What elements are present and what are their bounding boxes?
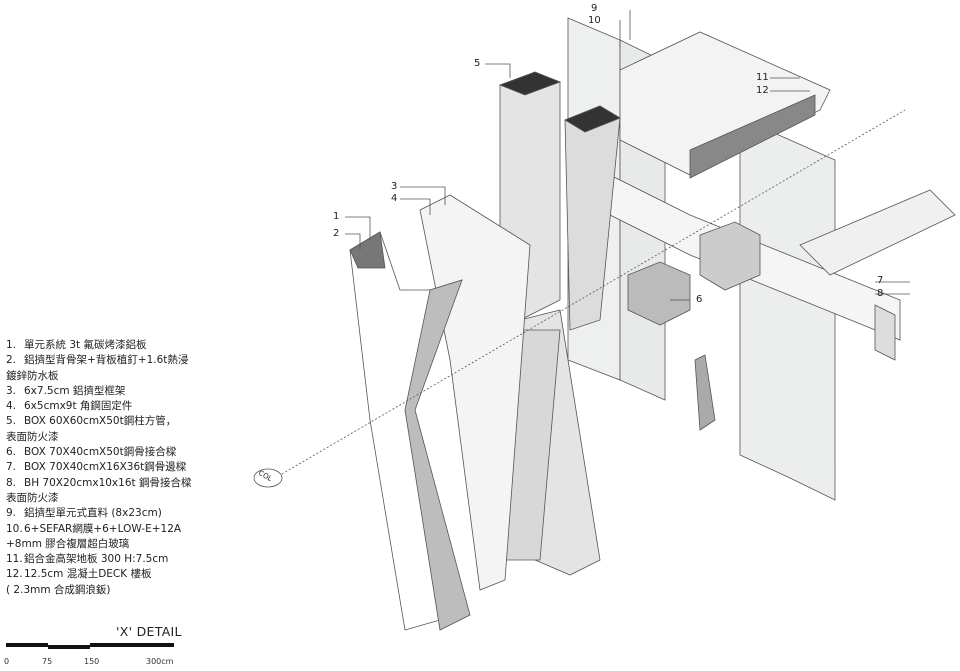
cladding-top: [349, 231, 386, 269]
scale-tick-300: 300cm: [146, 657, 174, 666]
legend-item: ( 2.3mm 合成鋼浪鈑): [6, 583, 236, 598]
callout-3: 3: [391, 181, 398, 192]
callout-12: 12: [756, 85, 769, 96]
legend-item-text: ( 2.3mm 合成鋼浪鈑): [6, 583, 111, 596]
legend-item: 6. BOX 70X40cmX50t鋼骨接合樑: [6, 445, 236, 460]
legend-item: 8. BH 70X20cmx10x16t 鋼骨接合樑: [6, 476, 236, 491]
legend-item-text: 6x5cmx9t 角鋼固定件: [24, 400, 133, 413]
legend-item: 表面防火漆: [6, 430, 236, 445]
column-top: [498, 71, 562, 96]
callout-5: 5: [474, 58, 481, 69]
column-axis-line: [274, 109, 906, 479]
legend-item-text: 表面防火漆: [6, 491, 59, 504]
legend-item-text: 鋁合金高架地板 300 H:7.5cm: [24, 553, 169, 566]
legend-item-number: 6.: [6, 446, 17, 459]
legend-item: 1. 單元系統 3t 氟碳烤漆鋁板: [6, 338, 236, 353]
callout-9: 9: [591, 3, 598, 14]
deck-slab: [689, 94, 816, 179]
floor-slab: [619, 31, 831, 176]
box-beam-6: [627, 261, 691, 326]
scale-tick-150: 150: [84, 657, 100, 666]
cladding-panel-dark: [404, 279, 471, 631]
fin: [694, 354, 716, 431]
legend-item: 3. 6x7.5cm 鋁擠型框架: [6, 384, 236, 399]
legend-item-text: 12.5cm 混凝土DECK 樓板: [24, 568, 152, 581]
legend-item-text: 6+SEFAR網膜+6+LOW-E+12A: [24, 522, 182, 535]
legend-item-text: 單元系統 3t 氟碳烤漆鋁板: [24, 339, 147, 351]
legend-item: 10.6+SEFAR網膜+6+LOW-E+12A: [6, 522, 236, 537]
legend-item-number: 12.: [6, 568, 23, 581]
callout-8: 8: [877, 288, 884, 299]
legend-item-text: 表面防火漆: [6, 430, 59, 443]
legend-item-text: 6x7.5cm 鋁擠型框架: [24, 384, 126, 397]
legend-item: 表面防火漆: [6, 491, 236, 506]
legend-item-text: +8mm 膠合複層超白玻璃: [6, 537, 130, 550]
callout-1: 1: [333, 211, 340, 222]
legend-item-text: 鋁擠型單元式直料 (8x23cm): [24, 507, 162, 520]
legend-item-text: BH 70X20cmx10x16t 鋼骨接合樑: [24, 476, 192, 489]
legend-item-text: 鋁擠型背骨架+背板植釘+1.6t熱浸: [24, 354, 189, 367]
legend-item-number: 1.: [6, 339, 17, 351]
drawing-title: 'X' DETAIL: [116, 624, 182, 639]
legend-item: 11.鋁合金高架地板 300 H:7.5cm: [6, 552, 236, 567]
scale-tick-0: 0: [4, 657, 10, 666]
col-marker-circle: [253, 468, 283, 488]
scale-tick-75: 75: [42, 657, 53, 666]
legend-item-number: 9.: [6, 507, 17, 520]
legend-item: 2. 鋁擠型背骨架+背板植釘+1.6t熱浸: [6, 353, 236, 368]
legend-item: 12.12.5cm 混凝土DECK 樓板: [6, 567, 236, 582]
callout-2: 2: [333, 228, 340, 239]
legend-item: 5. BOX 60X60cmX50t鋼柱方管，: [6, 414, 236, 429]
legend-item-number: 7.: [6, 461, 17, 474]
legend-item: 4. 6x5cmx9t 角鋼固定件: [6, 399, 236, 414]
legend-item-number: 11.: [6, 553, 23, 566]
steel-beam-end: [874, 304, 896, 361]
legend-item-number: 5.: [6, 415, 17, 428]
legend: 1. 單元系統 3t 氟碳烤漆鋁板 2. 鋁擠型背骨架+背板植釘+1.6t熱浸鍍鋅防水…: [6, 338, 236, 598]
legend-item-text: 鍍鋅防水板: [6, 369, 59, 382]
callout-11: 11: [756, 72, 769, 83]
scale-bar: [6, 643, 174, 649]
legend-item-text: BOX 70X40cmX16X36t鋼骨邊樑: [24, 461, 187, 474]
callout-6: 6: [696, 294, 703, 305]
legend-item: 9. 鋁擠型單元式直料 (8x23cm): [6, 506, 236, 521]
callout-4: 4: [391, 193, 398, 204]
legend-item: +8mm 膠合複層超白玻璃: [6, 537, 236, 552]
callout-10: 10: [588, 15, 601, 26]
legend-item: 鍍鋅防水板: [6, 369, 236, 384]
callout-7: 7: [877, 275, 884, 286]
legend-item-number: 4.: [6, 400, 17, 413]
legend-item: 7. BOX 70X40cmX16X36t鋼骨邊樑: [6, 460, 236, 475]
legend-item-number: 3.: [6, 384, 17, 397]
legend-item-number: 8.: [6, 476, 17, 489]
legend-item-number: 10.: [6, 522, 23, 535]
box-beam: [699, 221, 761, 291]
glass-panel: [739, 117, 836, 501]
legend-item-text: BOX 70X40cmX50t鋼骨接合樑: [24, 446, 177, 459]
column-top: [564, 105, 621, 133]
legend-item-text: BOX 60X60cmX50t鋼柱方管，: [24, 415, 177, 428]
legend-item-number: 2.: [6, 354, 17, 367]
steel-beam: [799, 189, 956, 276]
